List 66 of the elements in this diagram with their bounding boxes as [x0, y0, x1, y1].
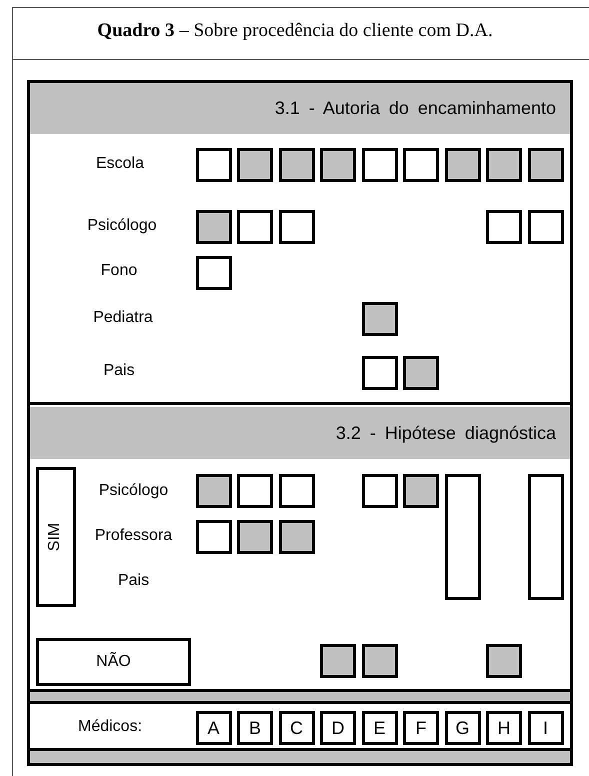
letter-box — [320, 711, 356, 745]
grid-square — [362, 644, 398, 678]
grid-square — [403, 356, 439, 390]
grid-square — [196, 520, 232, 554]
grid-square — [278, 148, 314, 182]
letter-box — [486, 711, 522, 745]
grid-square — [362, 474, 398, 508]
row-label: Pais — [118, 572, 150, 590]
label-box — [36, 638, 191, 686]
letter: I — [542, 718, 548, 738]
grid-square — [362, 302, 398, 336]
letter-box — [362, 711, 398, 745]
grid-square — [237, 210, 273, 244]
section-header — [30, 407, 570, 459]
row-label: Professora — [94, 526, 172, 545]
grid-square — [237, 148, 273, 182]
letter: G — [455, 718, 470, 738]
title: Quadro 3 – Sobre procedência do cliente com D.A. — [96, 20, 494, 42]
letter-box — [528, 711, 564, 745]
grid-square — [237, 520, 273, 554]
letter-box — [237, 711, 273, 745]
grid-square — [486, 148, 522, 182]
grid-square — [362, 356, 398, 390]
letter: C — [290, 718, 303, 738]
letter: F — [416, 718, 426, 738]
row-label: Psicólogo — [98, 482, 168, 500]
row-label: NÃO — [96, 653, 131, 671]
grid-square — [196, 148, 232, 182]
row-label: Pais — [103, 362, 135, 380]
section-header — [30, 83, 570, 134]
grid-square — [528, 148, 564, 182]
row-label: Psicólogo — [87, 217, 157, 235]
grid-square — [320, 148, 356, 182]
vertical-label: SIM — [46, 522, 64, 552]
section-title: 3.2 - Hipótese diagnóstica — [336, 422, 556, 444]
row-label: Médicos: — [78, 718, 142, 736]
section-title: 3.1 - Autoria do encaminhamento — [274, 98, 556, 119]
grid-square — [486, 210, 522, 244]
letter: B — [248, 718, 261, 738]
letter-box — [444, 711, 480, 745]
grid-square — [237, 474, 273, 508]
grid-square — [196, 474, 232, 508]
letter-box — [196, 711, 232, 745]
grid-square — [196, 256, 232, 290]
tall-box — [444, 474, 480, 600]
grid-square — [320, 644, 356, 678]
tall-box — [528, 474, 564, 600]
grid-square — [444, 148, 480, 182]
letter: A — [207, 718, 220, 738]
grid-square — [403, 148, 439, 182]
grid-square — [196, 210, 232, 244]
grid-square — [528, 210, 564, 244]
letter-box — [278, 711, 314, 745]
letter: E — [373, 718, 386, 738]
row-label: Escola — [96, 155, 144, 173]
grid-square — [362, 148, 398, 182]
letter: H — [498, 718, 510, 738]
letter-box — [403, 711, 439, 745]
grid-square — [278, 210, 314, 244]
letter: D — [332, 718, 344, 738]
grid-square — [486, 644, 522, 678]
row-label: Pediatra — [93, 309, 153, 327]
grid-square — [278, 520, 314, 554]
row-label: Fono — [100, 262, 138, 280]
grid-square — [403, 474, 439, 508]
grid-square — [278, 474, 314, 508]
